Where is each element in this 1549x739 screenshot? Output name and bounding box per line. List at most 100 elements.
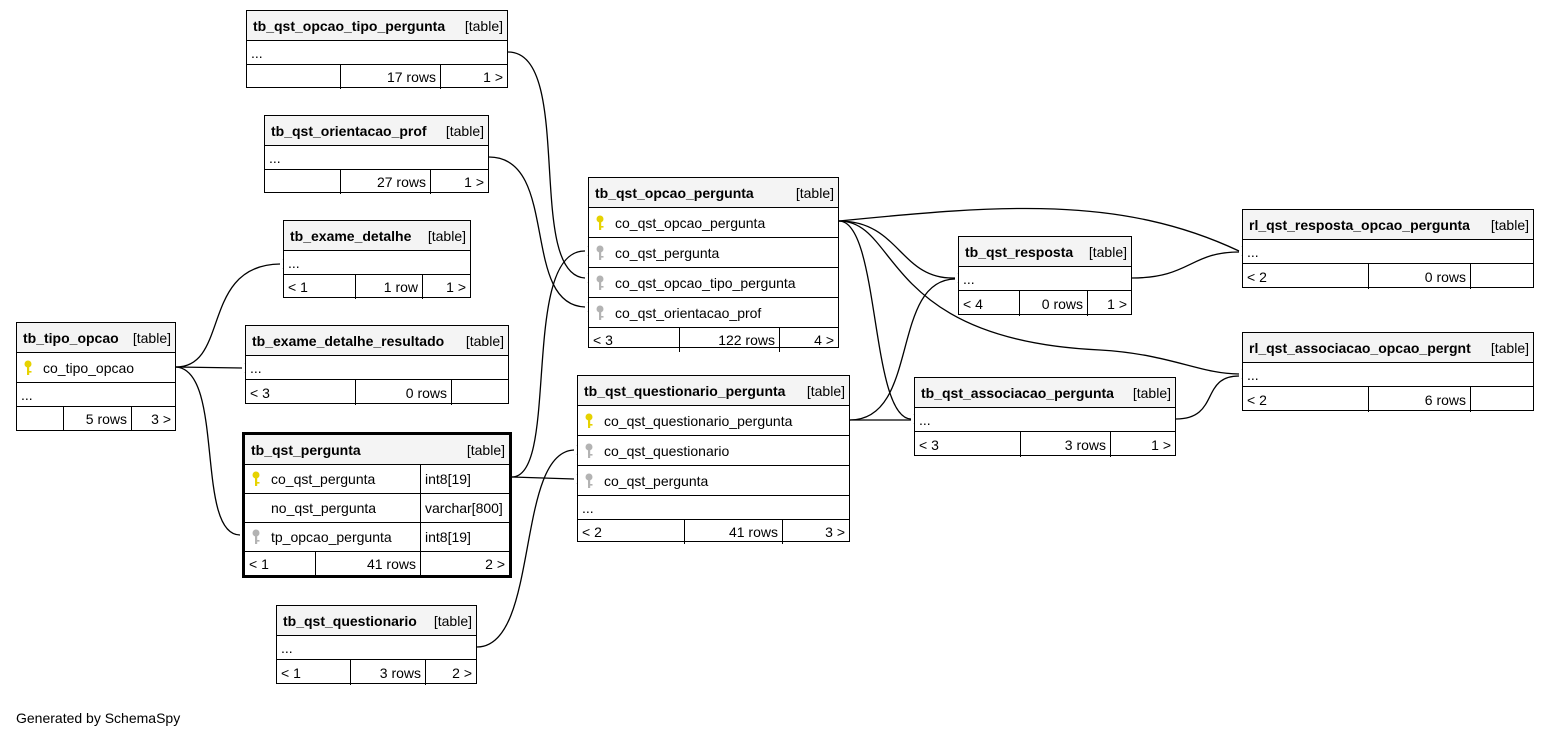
parents-count: < 2 <box>1247 391 1267 408</box>
foreign-key-icon <box>589 245 611 261</box>
table-tb_qst_opcao_tipo_pergunta[interactable]: tb_qst_opcao_tipo_pergunta [table] ... 17… <box>246 10 508 89</box>
column-row[interactable]: co_tipo_opcao <box>17 353 175 383</box>
parents-count: < 3 <box>593 332 613 348</box>
table-name: tb_qst_opcao_pergunta <box>595 184 754 201</box>
primary-key-icon <box>589 215 611 231</box>
table-type: [table] <box>795 184 834 201</box>
column-row[interactable]: co_qst_opcao_pergunta <box>589 208 838 238</box>
column-row[interactable]: co_qst_pergunta <box>578 466 849 496</box>
table-tb_exame_detalhe_resultado[interactable]: tb_exame_detalhe_resultado[table] ... < … <box>245 325 509 405</box>
row-count: 3 rows <box>350 660 425 685</box>
table-tb_qst_associacao_pergunta[interactable]: tb_qst_associacao_pergunta[table] ... < … <box>914 377 1176 457</box>
table-type: [table] <box>445 122 484 139</box>
children-count: 2 > <box>425 660 476 685</box>
link-questionario-pergunta-resposta <box>849 278 956 421</box>
table-name: rl_qst_resposta_opcao_pergunta <box>1249 216 1470 233</box>
parents-count: < 1 <box>249 556 269 572</box>
table-tb_qst_questionario[interactable]: tb_qst_questionario [table] ... < 1 3 rows… <box>276 605 477 685</box>
children-count: 1 > <box>440 65 507 89</box>
link-opcao-pergunta-associacao <box>838 220 912 420</box>
link-tipo-opcao-exame-resultado <box>175 366 243 369</box>
column-name: co_qst_pergunta <box>271 471 376 487</box>
table-name: tb_qst_pergunta <box>251 441 361 458</box>
column-row[interactable]: co_qst_questionario_pergunta <box>578 406 849 436</box>
children-count: 3 > <box>782 520 849 544</box>
column-type: varchar[800] <box>420 494 509 522</box>
column-name: co_qst_questionario_pergunta <box>604 412 793 429</box>
ellipsis-row: ... <box>959 267 1131 291</box>
children-count <box>451 380 508 405</box>
row-count: 1 row <box>355 275 422 299</box>
children-count <box>1470 387 1533 412</box>
table-name: tb_qst_resposta <box>965 243 1074 260</box>
primary-key-icon <box>245 471 267 487</box>
table-type: [table] <box>465 332 504 349</box>
children-count: 4 > <box>779 328 838 352</box>
parents-count: < 1 <box>281 664 301 681</box>
column-row[interactable]: tp_opcao_pergunta int8[19] <box>245 523 509 552</box>
link-resposta-rl-resposta <box>1131 251 1240 279</box>
table-type: [table] <box>433 612 472 629</box>
table-tb_qst_opcao_pergunta[interactable]: tb_qst_opcao_pergunta [table] co_qst_opca… <box>588 177 839 352</box>
row-count: 41 rows <box>315 552 420 576</box>
column-row[interactable]: co_qst_pergunta <box>589 238 838 268</box>
foreign-key-icon <box>245 529 267 545</box>
generated-by-caption: Generated by SchemaSpy <box>16 710 181 726</box>
parents-count <box>17 407 63 431</box>
children-count <box>1470 264 1533 289</box>
table-type: [table] <box>464 17 503 34</box>
table-type: [table] <box>806 382 845 399</box>
column-name: co_qst_pergunta <box>604 472 709 489</box>
column-name: co_tipo_opcao <box>43 359 135 376</box>
table-rl_qst_resposta_opcao_pergunta[interactable]: rl_qst_resposta_opcao_pergunta[table] ..… <box>1242 209 1534 289</box>
table-tb_qst_orientacao_prof[interactable]: tb_qst_orientacao_prof[table] ... 27 row… <box>264 115 489 194</box>
link-opcao-pergunta-rl-resposta <box>838 207 1240 252</box>
table-name: rl_qst_associacao_opcao_pergnt <box>1249 339 1471 356</box>
ellipsis-row: ... <box>915 408 1175 432</box>
row-count: 17 rows <box>340 65 440 89</box>
column-row[interactable]: co_qst_orientacao_prof <box>589 298 838 328</box>
table-name: tb_exame_detalhe <box>290 227 412 244</box>
children-count: 1 > <box>1087 291 1131 316</box>
column-row[interactable]: co_qst_questionario <box>578 436 849 466</box>
table-name: tb_qst_opcao_tipo_pergunta <box>253 17 446 34</box>
column-row[interactable]: co_qst_opcao_tipo_pergunta <box>589 268 838 298</box>
children-count: 1 > <box>1110 432 1175 457</box>
link-questionario-questionario-pergunta <box>476 449 575 648</box>
link-opcao-pergunta-rl-associacao <box>838 220 1240 375</box>
link-pergunta-questionario-pergunta <box>511 476 575 480</box>
ellipsis-row: ... <box>247 41 507 65</box>
table-name: tb_qst_questionario_pergunta <box>584 382 786 399</box>
column-type: int8[19] <box>420 523 509 551</box>
link-pergunta-opcao-pergunta <box>511 250 586 478</box>
table-type: [table] <box>1088 243 1127 260</box>
parents-count <box>247 65 340 89</box>
link-opcao-pergunta-resposta <box>838 220 956 279</box>
children-count: 3 > <box>131 407 175 431</box>
table-rl_qst_associacao_opcao_pergnt[interactable]: rl_qst_associacao_opcao_pergnt[table] ..… <box>1242 332 1534 412</box>
column-name: tp_opcao_pergunta <box>271 529 392 545</box>
row-count: 6 rows <box>1368 387 1470 412</box>
table-tb_tipo_opcao[interactable]: tb_tipo_opcao[table] co_tipo_opcao ... 5… <box>16 322 176 431</box>
link-tipo-opcao-pergunta <box>175 366 241 536</box>
row-count: 0 rows <box>355 380 451 405</box>
column-name: co_qst_pergunta <box>615 244 720 261</box>
primary-key-icon <box>17 360 39 376</box>
table-name: tb_qst_questionario <box>283 612 417 629</box>
row-count: 0 rows <box>1019 291 1087 316</box>
table-type: [table] <box>1490 216 1529 233</box>
children-count: 2 > <box>420 552 509 576</box>
parents-count: < 4 <box>963 295 983 312</box>
ellipsis-row: ... <box>17 383 175 407</box>
table-type: [table] <box>1490 339 1529 356</box>
ellipsis-row: ... <box>277 636 476 660</box>
table-tb_qst_questionario_pergunta[interactable]: tb_qst_questionario_pergunta [table] co_q… <box>577 375 850 544</box>
row-count: 0 rows <box>1368 264 1470 289</box>
row-count: 3 rows <box>1020 432 1110 457</box>
column-name: co_qst_orientacao_prof <box>615 304 762 321</box>
